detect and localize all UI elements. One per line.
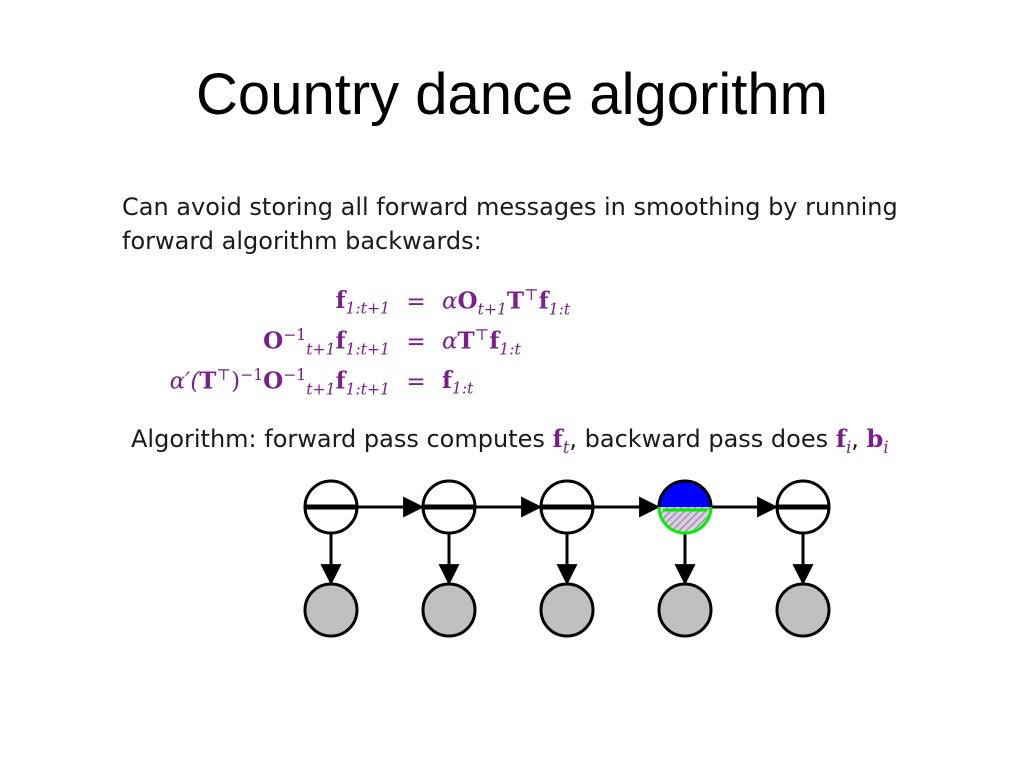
equation-row: α′(T⊤)−1O−1t+1f1:t+1 = f1:t <box>130 362 570 402</box>
equation-rhs: αT⊤f1:t <box>442 325 521 359</box>
state-node-outline <box>657 479 713 508</box>
observation-node <box>421 582 477 638</box>
algorithm-comma: , <box>851 425 867 453</box>
equation-equals: = <box>406 329 426 355</box>
f-t-symbol: ft <box>552 424 570 457</box>
equation-lhs: f1:t+1 <box>335 286 390 318</box>
algorithm-middle: , backward pass does <box>569 425 836 453</box>
equation-lhs: α′(T⊤)−1O−1t+1f1:t+1 <box>169 365 390 399</box>
algorithm-line: Algorithm: forward pass computes ft, bac… <box>131 422 931 465</box>
b-i-symbol: bi <box>866 424 889 457</box>
observation-node <box>303 582 359 638</box>
highlight-bottom-half <box>659 507 711 533</box>
intro-text: Can avoid storing all forward messages i… <box>122 193 898 255</box>
highlight-green-rim <box>657 506 713 535</box>
f-i-symbol: fi <box>835 424 852 457</box>
equation-row: O−1t+1f1:t+1 = αT⊤f1:t <box>130 322 570 362</box>
algorithm-prefix: Algorithm: forward pass computes <box>131 425 553 453</box>
equation-rhs: f1:t <box>442 366 474 398</box>
equation-row: f1:t+1 = αOt+1T⊤f1:t <box>130 282 571 322</box>
observation-node <box>657 582 713 638</box>
observation-node <box>539 582 595 638</box>
slide-title: Country dance algorithm <box>196 62 828 127</box>
equation-lhs: O−1t+1f1:t+1 <box>263 325 390 359</box>
highlight-top-half <box>659 481 711 507</box>
equation-rhs: αOt+1T⊤f1:t <box>442 285 571 319</box>
equation-equals: = <box>406 289 426 315</box>
observation-node <box>775 582 831 638</box>
equation-equals: = <box>406 369 426 395</box>
